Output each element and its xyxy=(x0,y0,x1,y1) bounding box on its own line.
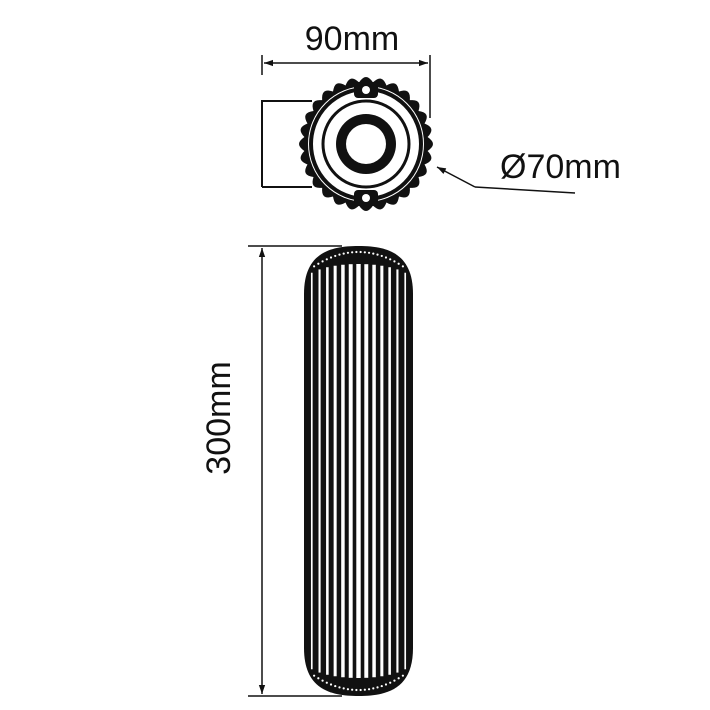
front-view: 300mm xyxy=(200,245,413,697)
cap-scallop xyxy=(313,674,316,677)
flute-groove xyxy=(341,264,345,678)
flute-groove xyxy=(333,265,337,677)
cap-scallop xyxy=(351,688,354,691)
cap-scallop xyxy=(359,250,362,254)
flute-groove xyxy=(404,272,407,670)
flute-groove xyxy=(356,264,361,678)
socket-hole xyxy=(346,124,386,164)
flute-groove xyxy=(372,264,376,678)
cap-scallop xyxy=(359,688,362,692)
cap-scallop xyxy=(376,686,379,689)
cap-scallop xyxy=(389,681,392,684)
cap-scallop xyxy=(393,679,396,682)
cap-scallop xyxy=(334,254,337,258)
width-dimension: 90mm xyxy=(261,20,431,118)
cap-scallop xyxy=(384,683,388,686)
cap-scallop xyxy=(363,688,366,691)
flute-groove xyxy=(310,272,313,670)
top-view: 90mm Ø70mm xyxy=(261,20,621,211)
cap-scallop xyxy=(329,683,333,686)
cap-scallop xyxy=(389,258,392,261)
cap-scallop xyxy=(380,254,383,258)
cap-scallop xyxy=(355,688,358,692)
cap-scallop xyxy=(384,256,388,259)
cap-scallop xyxy=(338,686,341,689)
screw-tab-bottom xyxy=(354,190,378,206)
cap-scallop xyxy=(317,677,320,680)
flute-groove xyxy=(364,264,369,678)
flute-groove xyxy=(388,267,391,675)
height-label: 300mm xyxy=(200,361,238,474)
diameter-dimension: Ø70mm xyxy=(436,148,621,194)
cap-scallop xyxy=(351,251,354,254)
cap-scallop xyxy=(401,674,404,677)
fluted-cylinder xyxy=(304,246,413,696)
cap-scallop xyxy=(393,260,396,263)
height-dimension: 300mm xyxy=(200,245,342,697)
cap-scallop xyxy=(401,265,404,268)
cap-scallop xyxy=(372,252,375,255)
cap-scallop xyxy=(346,688,350,691)
cap-scallop xyxy=(355,250,358,254)
flute-groove xyxy=(380,265,384,677)
flute-groove xyxy=(326,267,329,675)
cap-scallop xyxy=(346,251,350,254)
diameter-label: Ø70mm xyxy=(500,148,621,186)
cap-scallop xyxy=(363,251,366,254)
cap-scallop xyxy=(321,679,324,682)
flute-groove xyxy=(396,269,399,673)
cap-scallop xyxy=(317,262,320,265)
cap-scallop xyxy=(342,252,345,255)
cap-scallop xyxy=(376,253,379,256)
cap-scallop xyxy=(313,265,316,268)
cap-scallop xyxy=(380,684,383,688)
cap-scallop xyxy=(367,688,371,691)
width-label: 90mm xyxy=(305,20,399,58)
cap-scallop xyxy=(329,256,333,259)
flute-groove xyxy=(318,269,321,673)
wall-bracket xyxy=(261,100,312,188)
cap-scallop xyxy=(325,681,328,684)
cap-scallop xyxy=(397,262,400,265)
cap-scallop xyxy=(321,260,324,263)
cap-scallop xyxy=(367,251,371,254)
cap-scallop xyxy=(334,684,337,688)
screw-tab-top xyxy=(354,82,378,98)
cap-scallop xyxy=(372,687,375,690)
cap-scallop xyxy=(338,253,341,256)
cap-scallop xyxy=(397,677,400,680)
flute-groove xyxy=(348,264,353,678)
cap-scallop xyxy=(325,258,328,261)
cap-scallop xyxy=(342,687,345,690)
